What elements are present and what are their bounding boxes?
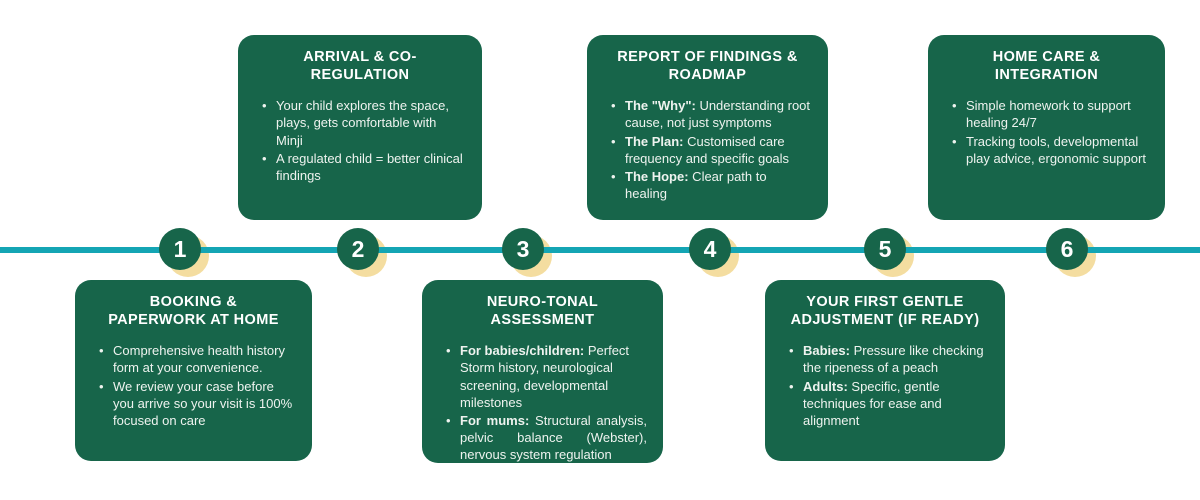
card-title-line: ROADMAP <box>668 67 747 84</box>
bullet-text: Clear path to healing <box>625 168 767 202</box>
step-marker-2: 2 <box>337 228 387 277</box>
card-title-line: REGULATION <box>310 67 410 84</box>
step-number-label: 2 <box>351 235 365 262</box>
bullet-item: We review your case before you arrive so… <box>99 378 296 429</box>
bullet-text: Customised care frequency and specific g… <box>625 133 790 166</box>
bullet-bold: For babies/children: <box>460 343 585 359</box>
bullet-text: Tracking tools, developmental play advic… <box>966 133 1146 166</box>
card-bullet-list: The "Why": Understanding root cause, not… <box>603 97 812 202</box>
step-card-home-care-integration: HOME CARE & INTEGRATION Simple homework … <box>928 35 1165 220</box>
bullet-item: For mums: Structural analysis, pelvic ba… <box>446 412 647 463</box>
step-marker-4: 4 <box>689 228 739 277</box>
card-title: NEURO-TONAL ASSESSMENT <box>438 293 647 329</box>
step-card-first-gentle-adjustment: YOUR FIRST GENTLE ADJUSTMENT (IF READY) … <box>765 280 1005 461</box>
bullet-text: Your child explores the space, plays, ge… <box>276 98 449 148</box>
step-number-6: 6 <box>1046 228 1088 270</box>
card-title: HOME CARE & INTEGRATION <box>944 48 1149 84</box>
card-title-line: NEURO-TONAL <box>486 294 599 310</box>
step-number-label: 4 <box>703 235 717 262</box>
bullet-text: Comprehensive health history form at you… <box>113 343 285 376</box>
bullet-text: Pressure like checking the ripeness of a… <box>803 343 984 376</box>
step-number-5: 5 <box>864 228 906 270</box>
step-card-neuro-tonal-assessment: NEURO-TONAL ASSESSMENT For babies/childr… <box>422 280 663 463</box>
bullet-text: Structural analysis, pelvic balance (Web… <box>460 412 648 463</box>
bullet-item: Comprehensive health history form at you… <box>99 342 296 376</box>
bullet-text: A regulated child = better clinical find… <box>276 150 463 183</box>
bullet-bold: Babies: <box>803 343 850 359</box>
step-card-booking-paperwork: BOOKING & PAPERWORK AT HOME Comprehensiv… <box>75 280 312 461</box>
bullet-item: The Plan: Customised care frequency and … <box>611 133 812 167</box>
card-bullet-list: Babies: Pressure like checking the ripen… <box>781 342 989 429</box>
bullet-text: Specific, gentle techniques for ease and… <box>803 378 942 428</box>
timeline-line <box>0 247 1200 253</box>
step-number-label: 5 <box>878 235 892 262</box>
step-number-label: 6 <box>1060 235 1074 262</box>
bullet-bold: The Plan: <box>625 133 684 149</box>
bullet-text: We review your case before you arrive so… <box>113 378 293 428</box>
card-title-line: HOME CARE & <box>992 49 1101 65</box>
card-title: BOOKING & PAPERWORK AT HOME <box>91 293 296 329</box>
bullet-text: Simple homework to support healing 24/7 <box>966 98 1131 131</box>
step-card-arrival-coregulation: ARRIVAL & CO- REGULATION Your child expl… <box>238 35 482 220</box>
card-bullet-list: Comprehensive health history form at you… <box>91 342 296 429</box>
bullet-item: Adults: Specific, gentle techniques for … <box>789 378 989 429</box>
bullet-bold: The Hope: <box>625 168 689 184</box>
card-title: YOUR FIRST GENTLE ADJUSTMENT (IF READY) <box>781 293 989 329</box>
card-title-line: ASSESSMENT <box>490 312 595 329</box>
card-title-line: INTEGRATION <box>994 67 1099 84</box>
step-marker-1: 1 <box>159 228 209 277</box>
bullet-item: Tracking tools, developmental play advic… <box>952 133 1149 167</box>
card-title-line: BOOKING & <box>149 294 238 310</box>
bullet-item: For babies/children: Perfect Storm histo… <box>446 342 647 411</box>
bullet-text: Understanding root cause, not just sympt… <box>625 98 811 131</box>
card-title-line: REPORT OF FINDINGS & <box>617 49 798 65</box>
step-number-label: 3 <box>516 235 530 262</box>
bullet-item: A regulated child = better clinical find… <box>262 150 466 184</box>
card-bullet-list: For babies/children: Perfect Storm histo… <box>438 342 647 463</box>
card-title-line: YOUR FIRST GENTLE <box>806 294 964 310</box>
bullet-bold: The "Why": <box>625 98 696 114</box>
card-bullet-list: Simple homework to support healing 24/7 … <box>944 97 1149 167</box>
card-title-line: ADJUSTMENT (IF READY) <box>790 312 980 329</box>
card-title: ARRIVAL & CO- REGULATION <box>254 48 466 84</box>
step-number-1: 1 <box>159 228 201 270</box>
card-title: REPORT OF FINDINGS & ROADMAP <box>603 48 812 84</box>
card-title-line: PAPERWORK AT HOME <box>108 312 279 329</box>
bullet-item: The "Why": Understanding root cause, not… <box>611 97 812 131</box>
bullet-item: Babies: Pressure like checking the ripen… <box>789 342 989 376</box>
card-title-line: ARRIVAL & CO- <box>303 49 417 65</box>
bullet-item: Simple homework to support healing 24/7 <box>952 97 1149 131</box>
bullet-bold: For mums: <box>460 412 530 428</box>
bullet-item: The Hope: Clear path to healing <box>611 168 812 202</box>
bullet-text: Perfect Storm history, neurological scre… <box>460 343 630 410</box>
step-marker-3: 3 <box>502 228 552 277</box>
step-marker-5: 5 <box>864 228 914 277</box>
step-marker-6: 6 <box>1046 228 1096 277</box>
card-bullet-list: Your child explores the space, plays, ge… <box>254 97 466 184</box>
bullet-bold: Adults: <box>803 378 848 394</box>
step-number-label: 1 <box>173 235 187 262</box>
step-number-3: 3 <box>502 228 544 270</box>
step-number-2: 2 <box>337 228 379 270</box>
step-card-report-of-findings: REPORT OF FINDINGS & ROADMAP The "Why": … <box>587 35 828 220</box>
step-number-4: 4 <box>689 228 731 270</box>
bullet-item: Your child explores the space, plays, ge… <box>262 97 466 148</box>
